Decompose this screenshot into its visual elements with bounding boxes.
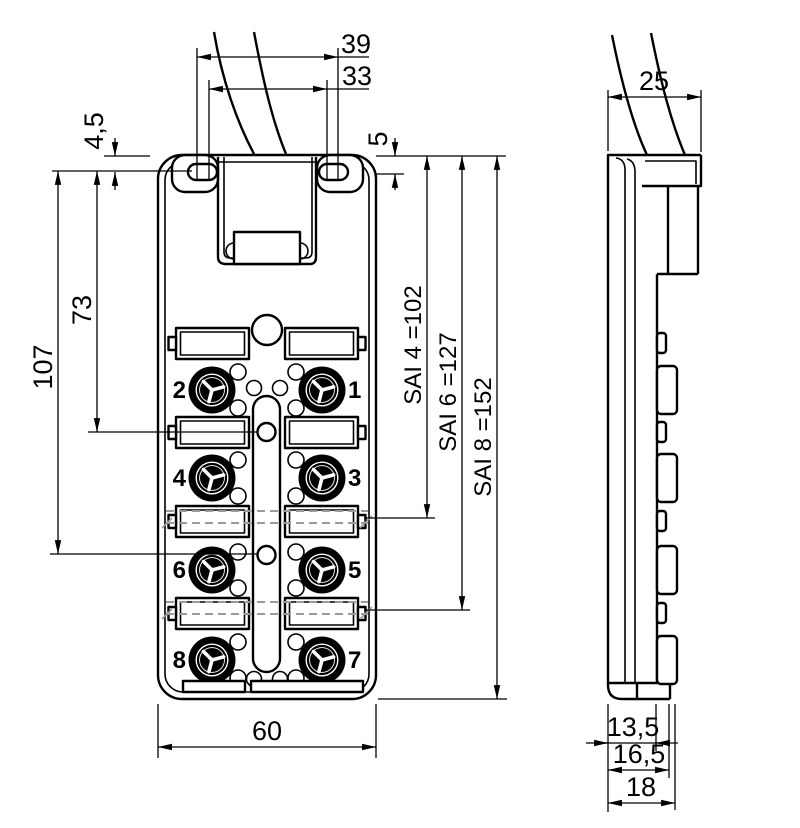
dim-16-5: 16,5 — [608, 704, 670, 778]
side-dimensions: 25 13,5 16,5 18 — [586, 66, 702, 812]
front-dimensions: 39 33 4,5 5 73 — [28, 29, 507, 758]
dim-label-5: 5 — [363, 131, 393, 146]
side-window-tabs — [655, 331, 668, 625]
dim-label-25: 25 — [639, 66, 669, 96]
dim-sai6: SAI 6 =127 — [364, 156, 470, 611]
connector-port-1 — [296, 364, 348, 416]
connector-number-2: 2 — [173, 377, 186, 404]
dim-label-13-5: 13,5 — [607, 712, 660, 742]
connector-number-7: 7 — [348, 647, 361, 674]
connector-port-2 — [186, 364, 238, 416]
connector-number-3: 3 — [348, 465, 361, 492]
side-cables — [610, 32, 687, 156]
screw-hole-2 — [256, 544, 277, 566]
connector-port-3 — [296, 452, 348, 504]
connector-number-5: 5 — [348, 557, 361, 584]
dim-label-sai8: SAI 8 =152 — [470, 377, 497, 496]
front-small-holes — [229, 363, 305, 687]
dim-label-16-5: 16,5 — [613, 739, 666, 769]
front-top-circle — [250, 313, 284, 347]
dim-25: 25 — [607, 66, 702, 152]
connector-port-4 — [186, 452, 238, 504]
side-connector-bosses — [655, 364, 679, 686]
dim-label-60: 60 — [252, 716, 282, 746]
dim-label-33: 33 — [342, 61, 372, 91]
plate-notch-right — [299, 242, 309, 260]
dim-13-5: 13,5 — [586, 704, 678, 812]
dim-label-107: 107 — [28, 344, 58, 389]
connector-number-8: 8 — [173, 647, 186, 674]
dim-sai4: SAI 4 =102 — [364, 156, 435, 519]
dim-33: 33 — [208, 61, 372, 180]
mount-slot-right — [317, 162, 350, 182]
connector-port-5 — [296, 544, 348, 596]
front-view: 2 1 4 3 6 5 8 7 — [156, 31, 378, 701]
sai-variant-cut-lines — [161, 510, 373, 620]
connector-port-8 — [186, 634, 238, 686]
dim-4-5: 4,5 — [52, 112, 192, 190]
connector-number-1: 1 — [348, 377, 361, 404]
plate-notch-left — [225, 242, 235, 260]
recess-label-plate — [232, 230, 302, 266]
dim-label-sai6: SAI 6 =127 — [435, 332, 462, 451]
dim-107: 107 — [28, 171, 258, 555]
connector-port-7 — [296, 634, 348, 686]
connector-number-4: 4 — [173, 465, 187, 492]
front-cables — [212, 31, 288, 155]
dim-label-sai4: SAI 4 =102 — [400, 285, 427, 404]
dim-label-39: 39 — [341, 29, 371, 59]
dim-label-18: 18 — [626, 772, 656, 802]
dim-18: 18 — [608, 704, 676, 810]
dim-label-4-5: 4,5 — [79, 112, 109, 150]
front-bottom-feet — [181, 679, 365, 694]
connector-number-labels: 2 1 4 3 6 5 8 7 — [173, 377, 362, 674]
dim-5: 5 — [363, 131, 404, 190]
dim-sai8: SAI 8 =152 — [378, 156, 507, 700]
front-top-recess — [216, 157, 318, 266]
dim-73: 73 — [67, 171, 258, 433]
dim-60: 60 — [157, 704, 377, 758]
dim-label-73: 73 — [67, 295, 97, 325]
side-view — [606, 32, 703, 701]
dim-39: 39 — [196, 29, 371, 180]
connector-number-6: 6 — [173, 557, 186, 584]
